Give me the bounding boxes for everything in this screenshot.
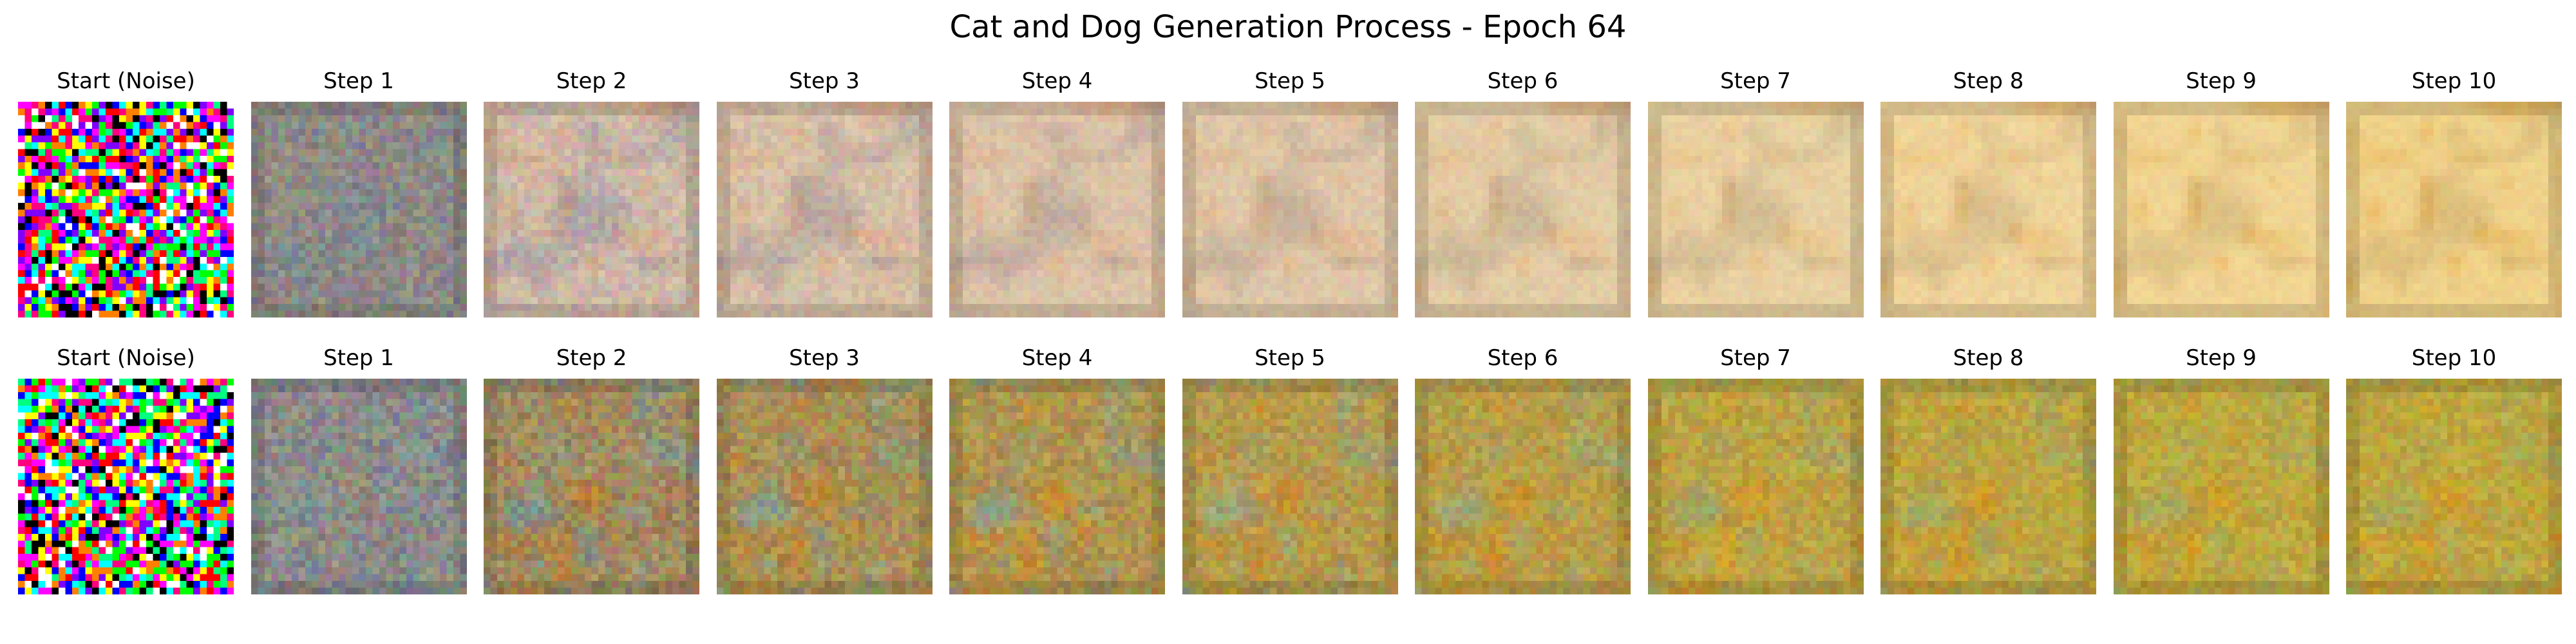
- panel-r1-c10: Step 9: [2113, 68, 2329, 317]
- figure-title: Cat and Dog Generation Process - Epoch 6…: [949, 9, 1627, 45]
- generated-image: [1182, 379, 1398, 594]
- generated-image: [1880, 102, 2096, 317]
- panel-r2-c5: Step 4: [949, 345, 1165, 594]
- generated-image: [2346, 102, 2562, 317]
- generated-image: [949, 102, 1165, 317]
- generated-image: [251, 102, 467, 317]
- panel-r1-c11: Step 10: [2346, 68, 2562, 317]
- panel-title: Step 5: [1255, 345, 1325, 371]
- panel-title: Step 9: [2186, 345, 2257, 371]
- generated-image: [1880, 379, 2096, 594]
- noise-image: [18, 379, 234, 594]
- panel-title: Start (Noise): [57, 345, 195, 371]
- panel-r1-c7: Step 6: [1415, 68, 1631, 317]
- panel-title: Step 2: [556, 345, 627, 371]
- panel-r2-c3: Step 2: [484, 345, 699, 594]
- panel-r2-c11: Step 10: [2346, 345, 2562, 594]
- generated-image: [716, 102, 933, 317]
- generated-image: [2346, 379, 2562, 594]
- generated-image: [1647, 102, 1864, 317]
- panel-r2-c2: Step 1: [251, 345, 467, 594]
- generated-image: [949, 379, 1165, 594]
- panel-r2-c8: Step 7: [1647, 345, 1864, 594]
- panel-title: Step 6: [1487, 68, 1558, 94]
- generated-image: [484, 379, 699, 594]
- panel-r1-c8: Step 7: [1647, 68, 1864, 317]
- generated-image: [2113, 102, 2329, 317]
- panel-r2-c7: Step 6: [1415, 345, 1631, 594]
- generated-image: [716, 379, 933, 594]
- panel-title: Step 1: [323, 68, 394, 94]
- panel-r2-c6: Step 5: [1182, 345, 1398, 594]
- panel-title: Step 4: [1021, 68, 1093, 94]
- panel-title: Step 10: [2411, 68, 2497, 94]
- panel-r1-c3: Step 2: [484, 68, 699, 317]
- panel-title: Step 7: [1720, 68, 1791, 94]
- panel-r2-c10: Step 9: [2113, 345, 2329, 594]
- panel-title: Step 10: [2411, 345, 2497, 371]
- generated-image: [1647, 379, 1864, 594]
- panel-title: Step 2: [556, 68, 627, 94]
- generated-image: [1182, 102, 1398, 317]
- panel-r1-c1: Start (Noise): [18, 68, 234, 317]
- panel-r1-c9: Step 8: [1880, 68, 2096, 317]
- noise-image: [18, 102, 234, 317]
- generated-image: [1415, 379, 1631, 594]
- panel-title: Step 9: [2186, 68, 2257, 94]
- generated-image: [484, 102, 699, 317]
- panel-title: Step 7: [1720, 345, 1791, 371]
- panel-r2-c9: Step 8: [1880, 345, 2096, 594]
- panel-title: Step 5: [1255, 68, 1325, 94]
- generated-image: [1415, 102, 1631, 317]
- panel-title: Step 4: [1021, 345, 1093, 371]
- panel-title: Step 6: [1487, 345, 1558, 371]
- panel-r1-c5: Step 4: [949, 68, 1165, 317]
- panel-r2-c1: Start (Noise): [18, 345, 234, 594]
- generated-image: [2113, 379, 2329, 594]
- generated-image: [251, 379, 467, 594]
- panel-title: Step 8: [1953, 68, 2024, 94]
- panel-title: Step 1: [323, 345, 394, 371]
- panel-title: Start (Noise): [57, 68, 195, 94]
- panel-r1-c2: Step 1: [251, 68, 467, 317]
- panel-r1-c6: Step 5: [1182, 68, 1398, 317]
- panel-title: Step 3: [789, 345, 860, 371]
- panel-title: Step 3: [789, 68, 860, 94]
- panel-title: Step 8: [1953, 345, 2024, 371]
- panel-r1-c4: Step 3: [716, 68, 933, 317]
- panel-r2-c4: Step 3: [716, 345, 933, 594]
